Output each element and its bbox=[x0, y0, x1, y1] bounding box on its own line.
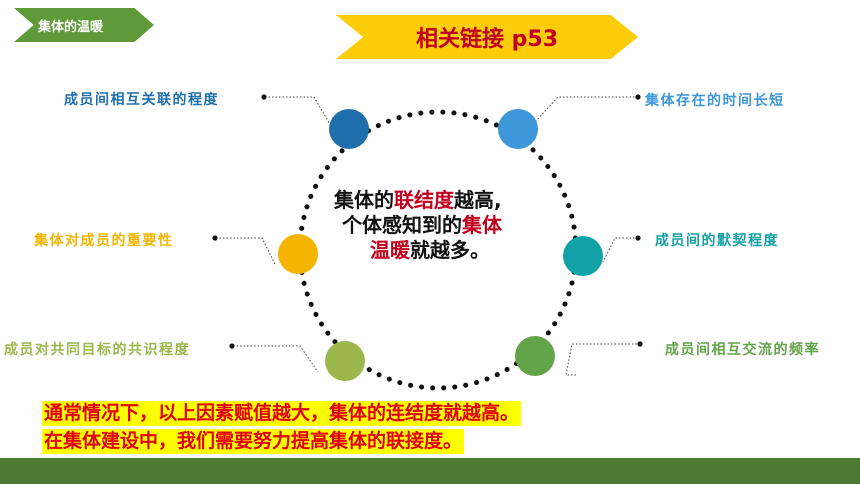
factor-label-5: 成员对共同目标的共识程度 bbox=[4, 342, 190, 358]
leader-line-2 bbox=[534, 96, 638, 123]
factor-label-6: 成员间相互交流的频率 bbox=[665, 342, 820, 358]
title-banner: 相关链接 p53 bbox=[336, 15, 638, 59]
factor-circle-5 bbox=[325, 341, 365, 381]
leader-dot-5 bbox=[229, 343, 235, 349]
factor-circle-1 bbox=[329, 109, 369, 149]
leader-dot-3 bbox=[212, 235, 218, 241]
note-line-1: 通常情况下，以上因素赋值越大，集体的连结度就越高。 bbox=[42, 401, 522, 426]
section-tag-label: 集体的温暖 bbox=[38, 19, 104, 35]
section-tag: 集体的温暖 bbox=[14, 8, 154, 42]
factor-circle-4 bbox=[563, 236, 603, 276]
factor-label-2: 集体存在的时间长短 bbox=[645, 93, 785, 109]
leader-dot-2 bbox=[635, 94, 641, 100]
factor-circle-6 bbox=[515, 336, 555, 376]
factor-circle-3 bbox=[278, 234, 318, 274]
leader-line-6 bbox=[565, 343, 640, 376]
leader-dot-6 bbox=[637, 341, 643, 347]
note-line-2: 在集体建设中，我们需要努力提高集体的联接度。 bbox=[42, 429, 465, 454]
leader-line-5 bbox=[233, 345, 319, 373]
factor-circle-2 bbox=[498, 109, 538, 149]
bottom-bar bbox=[0, 458, 860, 484]
factor-label-3: 集体对成员的重要性 bbox=[34, 233, 174, 249]
factor-label-4: 成员间的默契程度 bbox=[655, 233, 779, 249]
center-statement: 集体的联结度越高, 个体感知到的集体 温暖就越多。 bbox=[334, 188, 502, 262]
title-banner-text: 相关链接 p53 bbox=[415, 27, 559, 52]
leader-line-3 bbox=[216, 237, 277, 267]
leader-dot-4 bbox=[635, 235, 641, 241]
leader-line-1 bbox=[265, 96, 333, 129]
leader-line-4 bbox=[602, 237, 638, 263]
factor-label-1: 成员间相互关联的程度 bbox=[64, 92, 219, 108]
leader-dot-1 bbox=[261, 94, 267, 100]
